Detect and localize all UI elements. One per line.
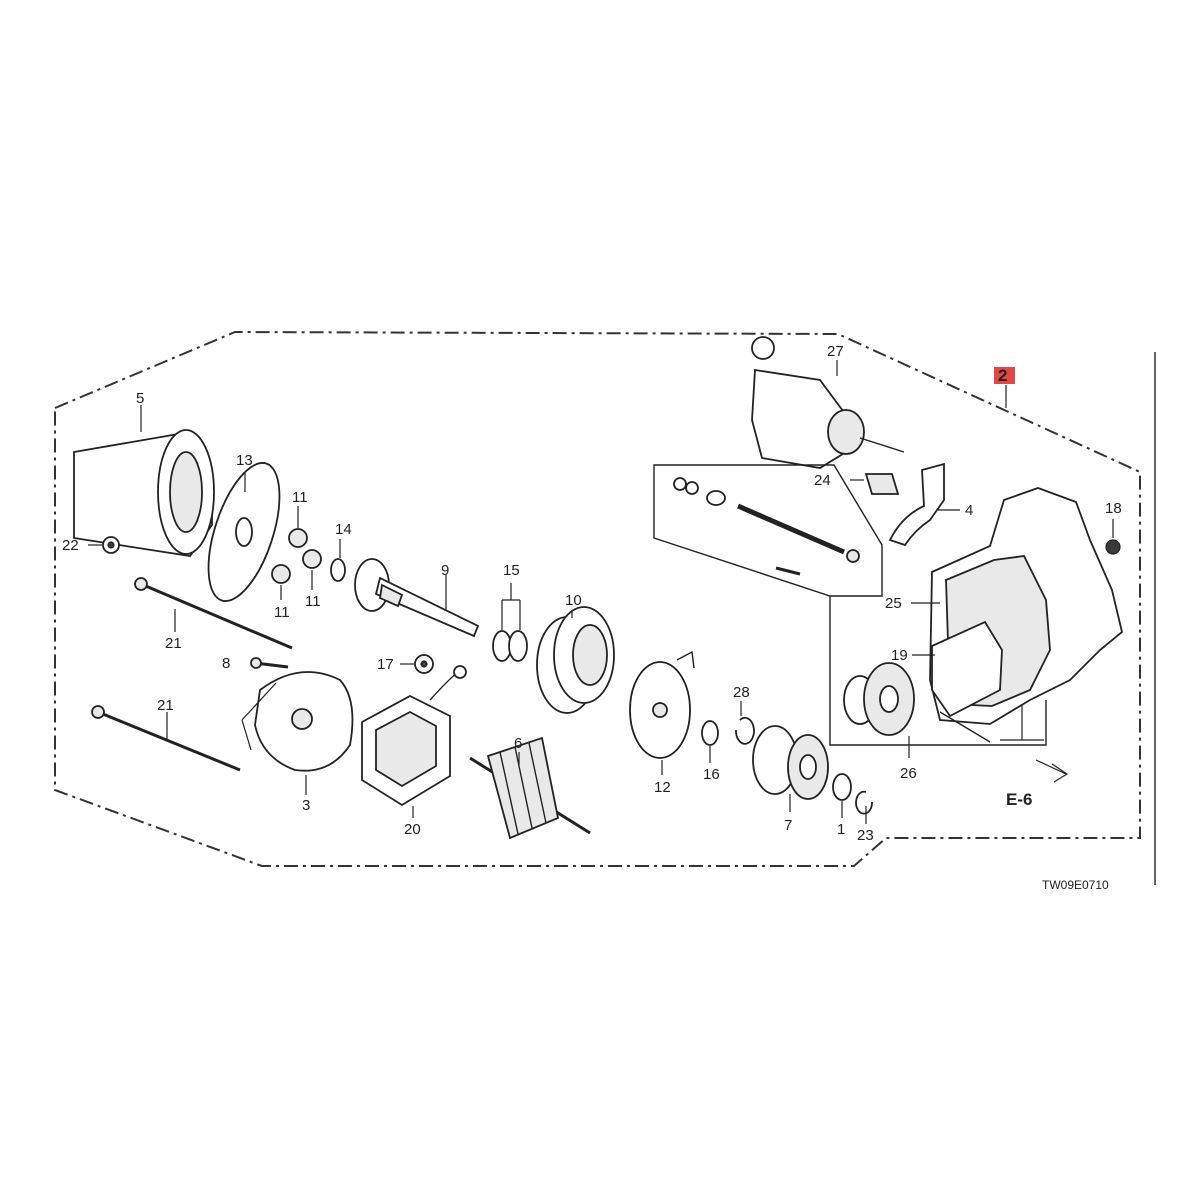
callout-13: 13 (236, 452, 253, 469)
callout-20: 20 (404, 821, 421, 838)
callout-22: 22 (62, 537, 79, 554)
plunger-shaft (673, 477, 860, 576)
callout-21-bottom: 21 (157, 697, 174, 714)
part-18-nut (1105, 519, 1121, 555)
callout-8: 8 (222, 655, 230, 672)
callout-9: 9 (441, 562, 449, 579)
part-28-snap-ring (735, 701, 755, 745)
part-9-planetary-shaft (354, 558, 480, 638)
callout-11-right: 11 (305, 593, 321, 610)
callout-12: 12 (654, 779, 671, 796)
callout-18: 18 (1105, 500, 1122, 517)
part-13-washer-plate (207, 462, 281, 602)
sub-assembly-bracket (653, 464, 883, 597)
reference-label: E-6 (1006, 790, 1032, 809)
part-20-brush-holder (361, 665, 467, 818)
lower-bracket (829, 596, 1047, 746)
callout-15: 15 (503, 562, 520, 579)
reference-arrow (1035, 759, 1069, 783)
part-5-yoke (73, 405, 215, 557)
part-12-gear-plate (629, 650, 695, 775)
callout-10: 10 (565, 592, 582, 609)
callout-26: 26 (900, 765, 917, 782)
part-19-sub-plate (912, 620, 1003, 718)
callout-23: 23 (857, 827, 874, 844)
svg-text:2: 2 (998, 366, 1007, 385)
part-4-shift-lever (888, 462, 960, 547)
callout-5: 5 (136, 390, 144, 407)
part-7-pinion-gear (752, 725, 829, 812)
part-1-collar (832, 773, 852, 818)
part-21-through-bolts (91, 577, 293, 772)
callout-25: 25 (885, 595, 902, 612)
callout-11-top: 11 (292, 489, 308, 506)
callout-7: 7 (784, 817, 792, 834)
part-11-planetary-gears (271, 506, 322, 600)
part-24-link (850, 473, 900, 495)
figure-code: TW09E0710 (1042, 878, 1109, 892)
part-3-end-cover (241, 671, 354, 795)
assembly-callout-badge: 2 (994, 366, 1015, 408)
part-6-armature (469, 736, 591, 840)
callout-28: 28 (733, 684, 750, 701)
part-26-clutch-gear (843, 662, 915, 758)
part-23-clip (855, 790, 873, 824)
callout-1: 1 (837, 821, 845, 838)
part-16-washer (701, 720, 719, 763)
part-22-nut (88, 536, 120, 554)
part-14-washer (330, 539, 346, 582)
callout-11-left: 11 (274, 604, 290, 621)
callout-16: 16 (703, 766, 720, 783)
callout-21-top: 21 (165, 635, 182, 652)
callout-17: 17 (377, 656, 394, 673)
part-17-nut (400, 654, 434, 674)
callout-14: 14 (335, 521, 352, 538)
part-15-ring-pair (492, 583, 528, 662)
assembly-boundary (54, 330, 1141, 867)
callout-4: 4 (965, 502, 973, 519)
callout-27: 27 (827, 343, 844, 360)
part-27-solenoid (751, 336, 905, 469)
callout-24: 24 (814, 472, 831, 489)
callout-19: 19 (891, 647, 908, 664)
callout-3: 3 (302, 797, 310, 814)
part-8-screw (250, 657, 289, 669)
callout-6: 6 (514, 735, 522, 752)
part-10-internal-gear (536, 606, 615, 714)
